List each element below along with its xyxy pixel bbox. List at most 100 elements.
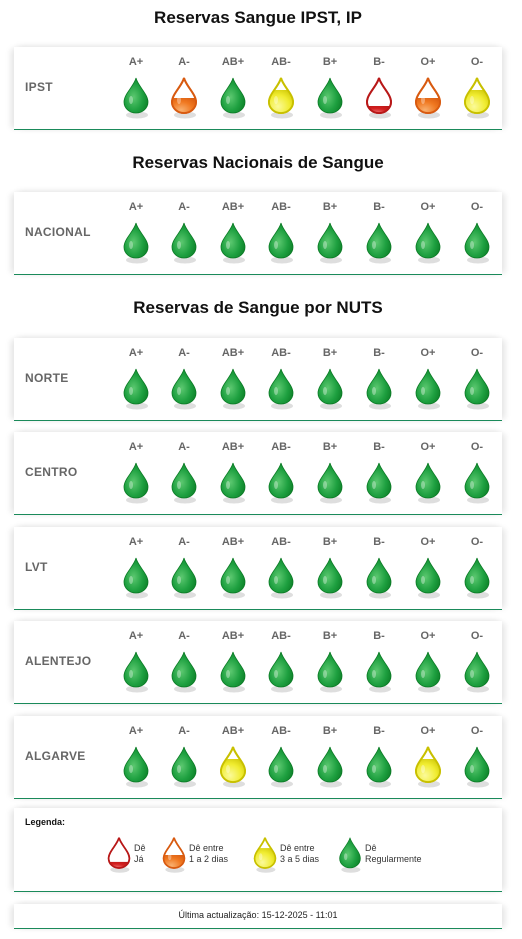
drop-body xyxy=(366,222,392,259)
blood-drop-icon xyxy=(171,462,197,504)
blood-type-label: A+ xyxy=(128,630,144,642)
region-label: NACIONAL xyxy=(25,225,91,239)
blood-drop-icon xyxy=(171,557,197,599)
drop-rim xyxy=(464,77,490,114)
blood-type-cell: O- xyxy=(454,56,500,126)
drop-shadow xyxy=(223,685,245,693)
drop-body xyxy=(366,651,392,688)
blood-type-cell: O- xyxy=(454,630,500,700)
blood-type-label: A+ xyxy=(128,536,144,548)
drop-highlight xyxy=(129,670,133,678)
section-title-ipst: Reservas Sangue IPST, IP xyxy=(154,8,362,27)
drop-shadow xyxy=(126,685,148,693)
drop-shadow xyxy=(418,591,440,599)
drop-body xyxy=(220,462,246,499)
drop-body xyxy=(220,651,246,688)
blood-type-label: O+ xyxy=(420,630,436,642)
blood-type-label: A- xyxy=(178,347,190,359)
drop-body xyxy=(171,746,197,783)
blood-type-cell: AB+ xyxy=(210,201,256,271)
drop-body xyxy=(339,837,361,869)
drop-body xyxy=(220,222,246,259)
blood-type-cell: B+ xyxy=(307,441,353,511)
drop-shadow xyxy=(369,591,391,599)
blood-type-label: O- xyxy=(470,725,484,737)
blood-type-cell: B+ xyxy=(307,725,353,795)
drop-shadow xyxy=(320,685,342,693)
blood-drop-icon xyxy=(268,222,294,264)
drop-shadow xyxy=(369,402,391,410)
blood-type-label: AB+ xyxy=(221,201,245,213)
drop-shadow xyxy=(223,496,245,504)
drop-highlight xyxy=(470,96,474,104)
blood-type-label: AB+ xyxy=(221,347,245,359)
blood-type-cell: O- xyxy=(454,347,500,417)
drop-body xyxy=(464,557,490,594)
blood-type-label: A+ xyxy=(128,725,144,737)
blood-type-cell: AB+ xyxy=(210,725,256,795)
blood-type-label: A+ xyxy=(128,56,144,68)
blood-type-label: AB- xyxy=(271,347,291,359)
drop-highlight xyxy=(470,576,474,584)
region-card-algarve: ALGARVE A+A-AB+AB-B+B-O+O- xyxy=(14,716,502,799)
blood-type-label: B- xyxy=(373,536,385,548)
drop-body xyxy=(123,77,149,114)
blood-type-cell: O- xyxy=(454,201,500,271)
blood-type-label: A- xyxy=(178,536,190,548)
drop-shadow xyxy=(369,256,391,264)
drop-body xyxy=(268,368,294,405)
drop-highlight xyxy=(372,241,376,249)
blood-drop-icon xyxy=(268,651,294,693)
drop-body xyxy=(220,77,246,114)
blood-type-label: O+ xyxy=(420,201,436,213)
blood-type-cell: AB+ xyxy=(210,630,256,700)
drop-highlight xyxy=(274,576,278,584)
blood-drop-icon xyxy=(220,557,246,599)
blood-type-cell: O+ xyxy=(405,56,451,126)
drop-body xyxy=(464,222,490,259)
drop-fill xyxy=(254,848,276,868)
drop-shadow xyxy=(126,402,148,410)
drop-shadow xyxy=(320,256,342,264)
blood-type-label: O+ xyxy=(420,725,436,737)
blood-type-label: B- xyxy=(373,630,385,642)
blood-type-cell: B- xyxy=(356,441,402,511)
drop-highlight xyxy=(226,576,230,584)
blood-type-cell: A- xyxy=(161,441,207,511)
drop-shadow xyxy=(174,591,196,599)
blood-drop-icon xyxy=(123,651,149,693)
blood-type-cell: AB+ xyxy=(210,536,256,606)
drop-highlight xyxy=(470,387,474,395)
drop-shadow xyxy=(467,780,489,788)
drop-rim xyxy=(415,77,441,114)
legend-text: Dê Regularmente xyxy=(365,843,422,864)
drop-rim xyxy=(171,77,197,114)
drop-fill xyxy=(172,98,196,113)
drop-shadow xyxy=(223,111,245,119)
legend-panel: Legenda: Dê Já Dê entre 1 a 2 dias Dê en… xyxy=(14,808,502,892)
drop-shadow xyxy=(126,111,148,119)
blood-drop-icon xyxy=(123,77,149,119)
drop-highlight xyxy=(226,96,230,104)
drop-fill xyxy=(163,855,185,868)
drop-highlight xyxy=(372,576,376,584)
drop-highlight xyxy=(112,853,117,861)
drop-highlight xyxy=(274,670,278,678)
region-card-lvt: LVT A+A-AB+AB-B+B-O+O- xyxy=(14,527,502,610)
drop-highlight xyxy=(421,481,425,489)
drop-rim xyxy=(253,837,277,869)
drop-body xyxy=(464,746,490,783)
drop-shadow xyxy=(174,402,196,410)
blood-drop-icon xyxy=(220,651,246,693)
drop-highlight xyxy=(274,765,278,773)
blood-type-label: AB+ xyxy=(221,630,245,642)
region-card-alentejo: ALENTEJO A+A-AB+AB-B+B-O+O- xyxy=(14,621,502,704)
drop-body xyxy=(317,462,343,499)
drop-shadow xyxy=(369,496,391,504)
drop-body xyxy=(464,462,490,499)
blood-type-label: B+ xyxy=(322,441,338,453)
blood-drop-icon xyxy=(339,837,361,873)
drop-highlight xyxy=(226,387,230,395)
blood-type-label: A- xyxy=(178,441,190,453)
blood-type-cell: B+ xyxy=(307,56,353,126)
